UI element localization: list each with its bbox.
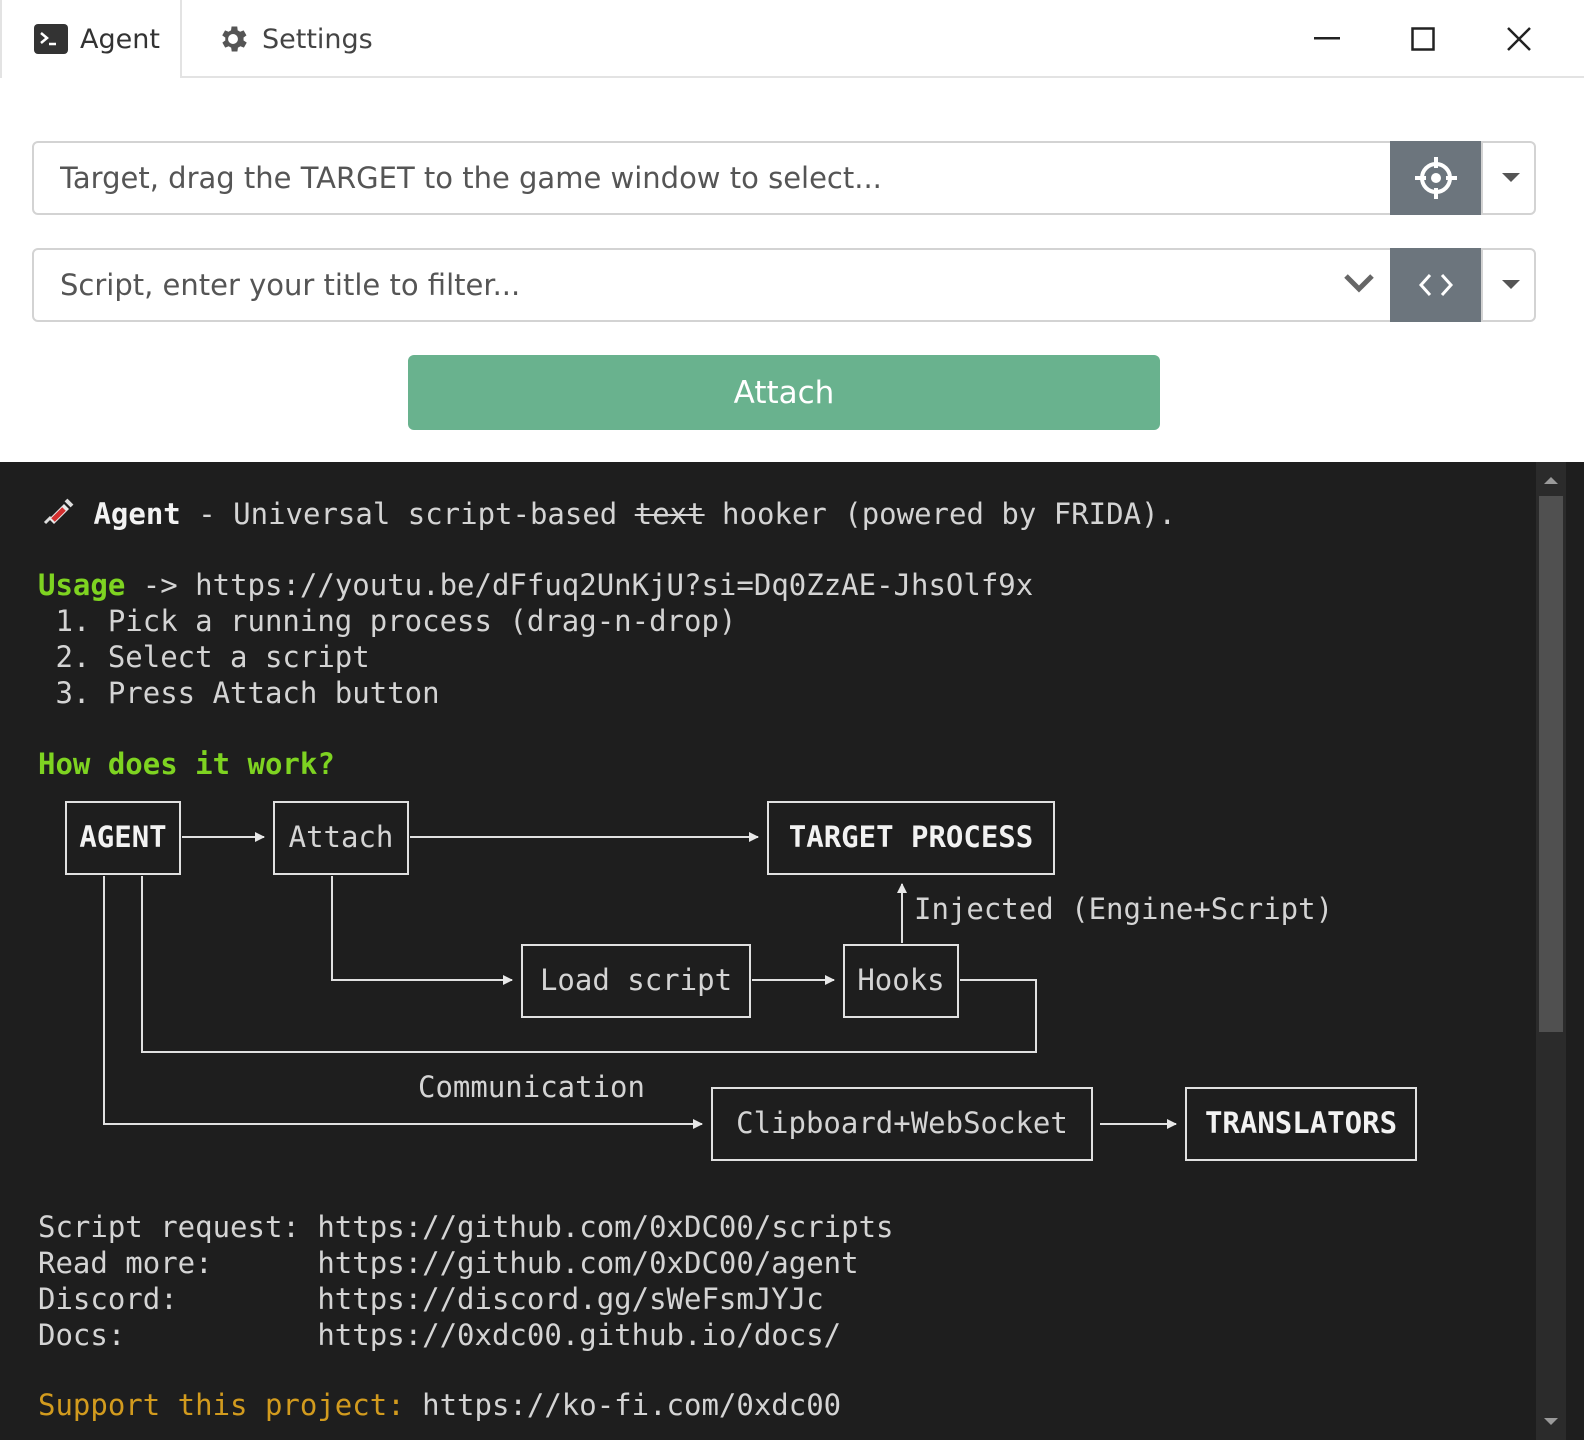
intro-rest: hooker (powered by FRIDA).	[704, 497, 1176, 531]
load-script-box	[521, 944, 751, 1018]
scroll-down-icon	[1544, 1418, 1558, 1425]
edit-script-button[interactable]	[1390, 248, 1481, 322]
console-scrollbar[interactable]	[1536, 462, 1566, 1440]
translators-box	[1185, 1087, 1417, 1161]
usage-step: 3. Press Attach button	[38, 676, 440, 710]
usage-line: Usage -> https://youtu.be/dFfuq2UnKjU?si…	[38, 567, 1033, 603]
target-input[interactable]	[34, 143, 1390, 213]
caret-down-icon	[1501, 173, 1520, 182]
crosshair-icon	[1414, 157, 1457, 199]
close-button[interactable]	[1494, 14, 1544, 64]
diagram-injected-label: Injected (Engine+Script)	[914, 892, 1333, 926]
scrollbar-thumb[interactable]	[1539, 496, 1563, 1032]
support-label: Support this project:	[38, 1388, 405, 1422]
diagram-attach-label: Attach	[289, 820, 394, 854]
console-output: Agent - Universal script-based text hook…	[0, 462, 1584, 1440]
attach-box	[273, 801, 409, 875]
diagram-translators-label: TRANSLATORS	[1205, 1106, 1397, 1140]
flow-diagram: AGENT Attach TARGET PROCESS Injected (En…	[65, 801, 1417, 1161]
diagram-hooks-label: Hooks	[857, 963, 944, 997]
maximize-icon	[1411, 27, 1435, 51]
minimize-icon	[1314, 37, 1340, 40]
diagram-load-script-label: Load script	[540, 963, 732, 997]
arrow-attach-load	[331, 876, 513, 985]
target-process-box	[767, 801, 1055, 875]
syringe-icon	[40, 497, 76, 531]
link-line[interactable]: Script request: https://github.com/0xDC0…	[38, 1210, 894, 1244]
attach-button[interactable]: Attach	[408, 355, 1160, 430]
support-url[interactable]: https://ko-fi.com/0xdc00	[404, 1388, 842, 1422]
usage-url[interactable]: -> https://youtu.be/dFfuq2UnKjU?si=Dq0Zz…	[125, 568, 1034, 602]
intro-struck-word: text	[634, 497, 705, 531]
title-bar: Agent Settings	[0, 0, 1584, 78]
script-dropdown-button[interactable]	[1481, 248, 1538, 322]
pick-target-button[interactable]	[1390, 141, 1481, 215]
gear-icon	[216, 22, 250, 56]
clipboard-box	[711, 1087, 1093, 1161]
intro-description: - Universal script-based	[180, 497, 635, 531]
link-line[interactable]: Docs: https://0xdc00.github.io/docs/	[38, 1318, 842, 1352]
link-line[interactable]: Read more: https://github.com/0xDC00/age…	[38, 1246, 859, 1280]
target-dropdown-button[interactable]	[1481, 141, 1538, 215]
close-icon	[1507, 27, 1531, 51]
tab-agent-label: Agent	[80, 23, 160, 55]
how-heading: How does it work?	[38, 747, 335, 781]
caret-down-icon	[1501, 280, 1520, 289]
arrow-agent-clipboard	[103, 876, 703, 1129]
usage-step: 1. Pick a running process (drag-n-drop)	[38, 604, 737, 638]
hooks-box	[843, 944, 959, 1018]
code-icon	[1418, 273, 1453, 297]
script-input[interactable]	[34, 250, 1390, 320]
line-hooks-agent	[141, 876, 1037, 1053]
terminal-icon	[34, 24, 68, 54]
agent-box	[65, 801, 181, 875]
scroll-up-icon	[1544, 477, 1558, 484]
attach-button-label: Attach	[733, 374, 835, 411]
diagram-agent-label: AGENT	[79, 820, 166, 854]
intro-line: Agent - Universal script-based text hook…	[40, 496, 1176, 532]
support-line: Support this project: https://ko-fi.com/…	[38, 1387, 841, 1423]
maximize-button[interactable]	[1398, 14, 1448, 64]
intro-agent-name: Agent	[93, 497, 181, 531]
tab-settings[interactable]: Settings	[210, 0, 390, 78]
target-field-group	[32, 141, 1536, 215]
script-field-group	[32, 248, 1536, 322]
diagram-communication-label: Communication	[418, 1070, 645, 1104]
minimize-button[interactable]	[1302, 14, 1352, 64]
chevron-down-icon[interactable]	[1342, 268, 1376, 302]
tab-agent[interactable]: Agent	[0, 0, 182, 78]
usage-step: 2. Select a script	[38, 640, 370, 674]
tab-settings-label: Settings	[262, 23, 373, 55]
diagram-clipboard-label: Clipboard+WebSocket	[736, 1106, 1068, 1140]
diagram-target-label: TARGET PROCESS	[789, 820, 1033, 854]
usage-label: Usage	[38, 568, 126, 602]
link-line[interactable]: Discord: https://discord.gg/sWeFsmJYJc	[38, 1282, 824, 1316]
